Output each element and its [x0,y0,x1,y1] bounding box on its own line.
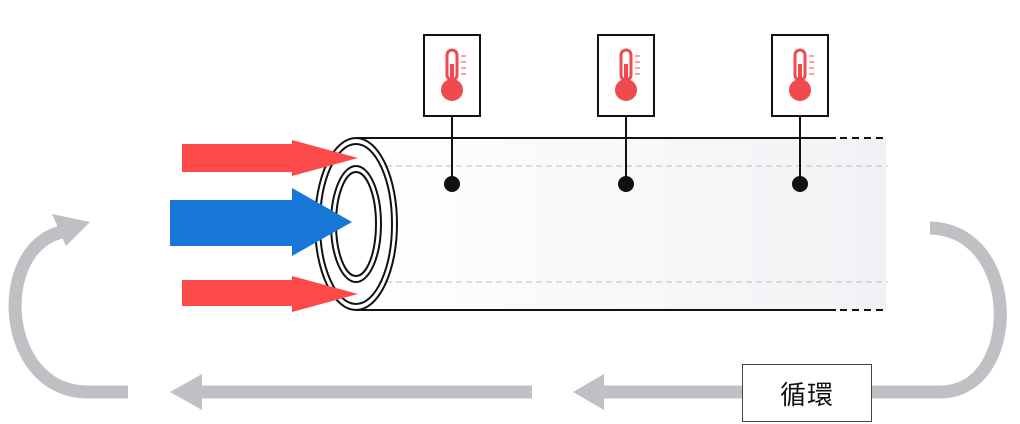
pipe-body-fade [356,138,886,310]
sensor-point-2 [618,176,634,192]
loop-right-curve [872,221,1007,399]
thermometer-icon [615,48,640,101]
sensor-2 [597,34,655,192]
hot-arrow-bottom [182,276,358,312]
inflow-arrows [170,140,358,312]
cycle-label: 循環 [742,364,872,422]
sensor-point-3 [792,176,808,192]
cold-arrow [170,188,352,256]
sensor-point-1 [444,176,460,192]
sensor-1 [423,34,481,192]
loop-arrowhead-3 [52,214,90,246]
thermometer-icon [789,48,814,101]
loop-left-curve [8,225,128,399]
loop-arrowhead-1 [573,374,604,410]
sensor-3 [771,34,829,192]
circulation-loop [8,221,1007,399]
hot-arrow-top [182,140,358,176]
loop-arrowheads [52,214,604,410]
pipe [314,137,888,311]
thermometer-icon [441,48,466,101]
loop-arrowhead-2 [170,374,202,410]
